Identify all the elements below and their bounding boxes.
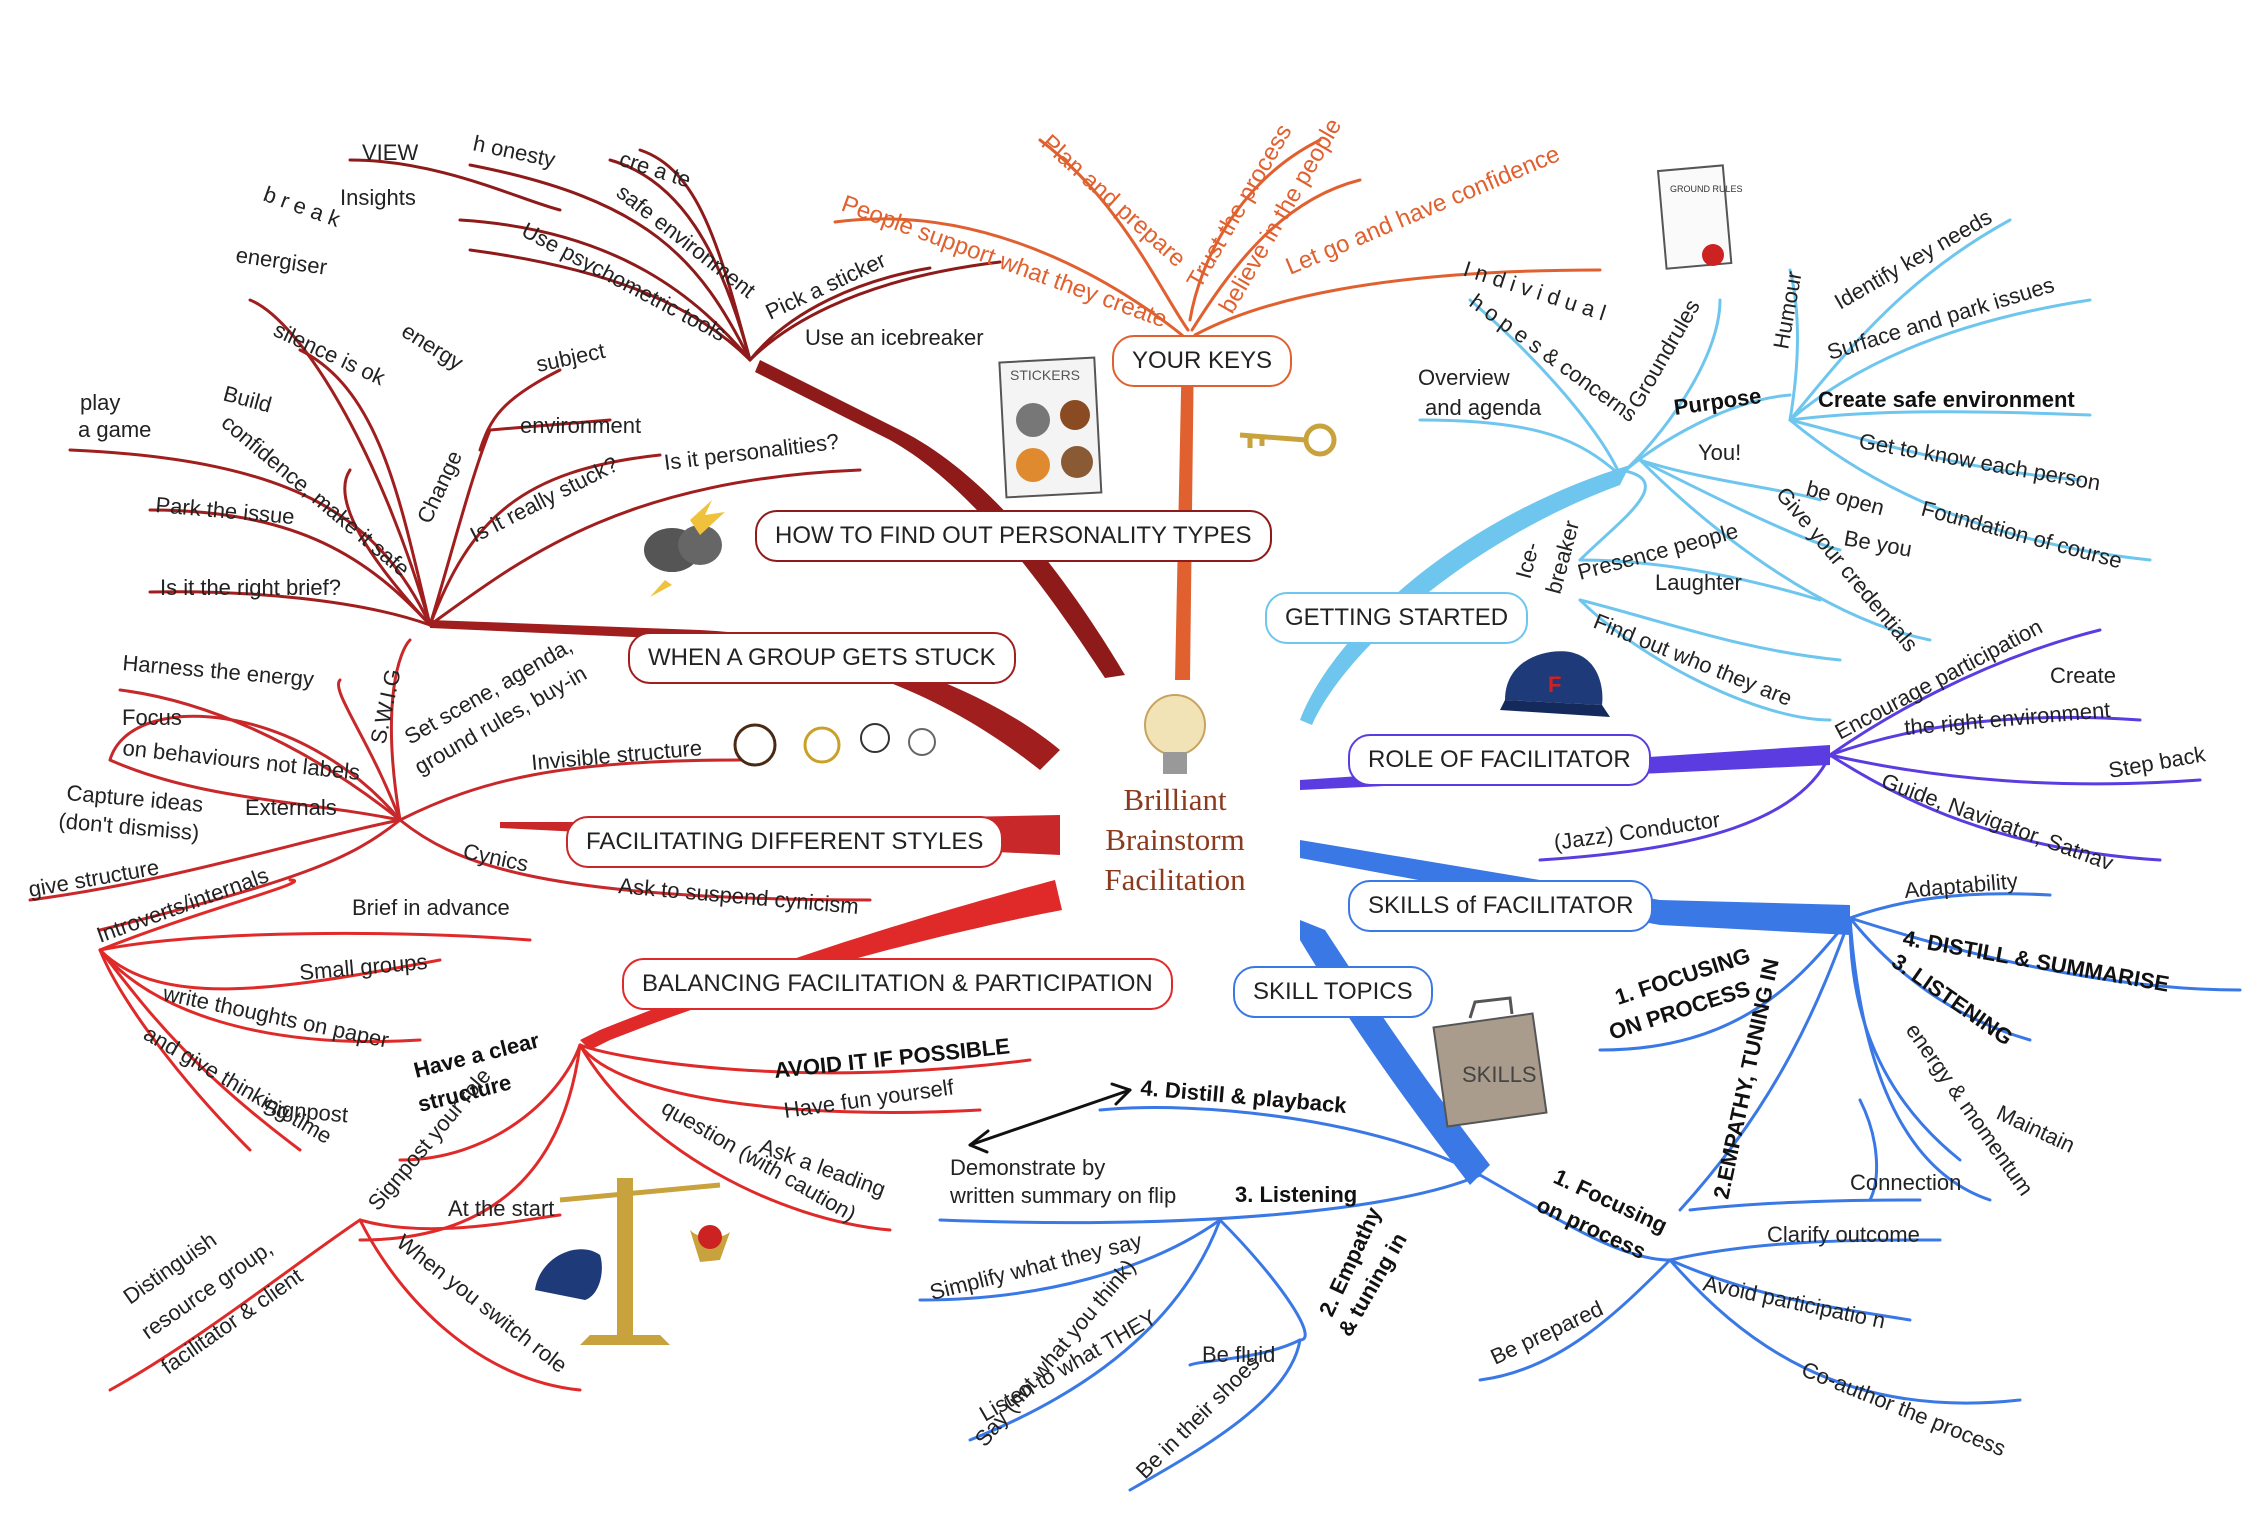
lightbulb-icon [1144,694,1206,774]
text-energy: energy [397,318,467,375]
branch-getting-started[interactable]: GETTING STARTED [1265,592,1529,644]
text-co-author: Co-author the process [1798,1356,2009,1461]
text-signpost-role: Signpost your role [363,1063,496,1215]
text-be-fluid: Be fluid [1202,1342,1275,1367]
text-foundation: Foundation of course [1919,496,2125,574]
text-written-summary: written summary on flip [949,1183,1176,1208]
text-listening-topic: 3. Listening [1235,1182,1357,1207]
branch-skill-topics[interactable]: SKILL TOPICS [1233,966,1433,1018]
text-cynics: Cynics [461,838,531,876]
text-humour: Humour [1768,269,1806,350]
stickers-label: STICKERS [1010,367,1080,383]
text-have-fun: Have fun yourself [782,1074,956,1123]
branch-role-facilitator[interactable]: ROLE OF FACILITATOR [1348,734,1651,786]
text-view: VIEW [362,140,418,165]
text-focus: Focus [122,705,182,730]
text-build: Build [221,381,275,418]
svg-text:F: F [1548,672,1561,697]
text-find-out: Find out who they are [1590,608,1796,710]
key-plan-prepare: Plan and prepare [1036,129,1191,272]
ground-rules-sheet: GROUND RULES [1656,164,1743,270]
people-faces-icon [733,723,936,767]
text-write-thoughts: write thoughts on paper [160,980,391,1052]
thin-branches [28,138,2242,1492]
text-park-issue: Park the issue [155,492,296,529]
branch-different-styles[interactable]: FACILITATING DIFFERENT STYLES [566,816,1004,868]
central-title-line1: Brilliant [1123,782,1227,817]
branch-group-stuck[interactable]: WHEN A GROUP GETS STUCK [628,632,1016,684]
text-create-role: Create [2050,663,2116,688]
stickers-sheet: STICKERS [998,356,1103,499]
text-silence: silence is ok [270,317,390,391]
text-subject: subject [534,338,607,377]
ground-rules-label: GROUND RULES [1670,184,1743,194]
branch-personality-types[interactable]: HOW TO FIND OUT PERSONALITY TYPES [755,510,1272,562]
text-connection: Connection [1850,1170,1961,1195]
key-icon [1239,423,1337,457]
branch-balancing[interactable]: BALANCING FACILITATION & PARTICIPATION [622,958,1173,1010]
text-swig: S.W.I.G [365,667,405,746]
text-you: You! [1698,440,1741,465]
text-right-brief: Is it the right brief? [160,575,341,600]
text-right-environment: the right environment [1903,697,2111,740]
text-avoid: AVOID IT IF POSSIBLE [773,1033,1011,1083]
branch-skills-facilitator[interactable]: SKILLS of FACILITATOR [1348,880,1654,932]
text-know-person: Get to know each person [1857,428,2102,495]
branch-personality-line [755,360,1125,678]
text-use-icebreaker: Use an icebreaker [805,325,984,350]
text-step-back: Step back [2107,741,2209,783]
text-ice: Ice- [1511,539,1545,581]
text-give-structure: give structure [27,854,161,902]
text-avoid-participation: Avoid participatio n [1701,1270,1888,1333]
text-a-game: a game [78,417,151,442]
text-overview: Overview [1418,365,1510,390]
text-energiser: energiser [234,242,328,280]
text-invisible: Invisible structure [530,735,703,775]
text-harness: Harness the energy [122,650,315,692]
text-small-groups: Small groups [298,949,428,985]
baseball-cap-icon: F [1500,651,1610,717]
text-adaptability: Adaptability [1903,868,2018,903]
balance-scales-icon [535,1178,730,1345]
text-demonstrate: Demonstrate by [950,1155,1105,1180]
suitcase-icon: SKILLS [1432,996,1548,1128]
text-really-stuck: Is it really stuck? [466,451,622,547]
text-honesty: h onesty [471,130,558,172]
text-personalities: Is it personalities? [663,429,841,475]
text-clarify: Clarify outcome [1767,1222,1920,1247]
branch-stuck-line [430,620,1060,770]
text-breaker: breaker [1541,518,1584,597]
text-change: Change [412,447,467,527]
text-environment: environment [520,413,641,438]
text-at-start: At the start [448,1196,554,1221]
text-jazz: (Jazz) Conductor [1552,807,1721,855]
suitcase-label: SKILLS [1462,1062,1537,1087]
central-title-line3: Facilitation [1104,862,1246,897]
text-play: play [80,390,120,415]
double-arrow [968,1082,1132,1154]
text-brief-advance: Brief in advance [352,895,510,920]
text-suspend: Ask to suspend cynicism [618,873,860,919]
text-break: b r e a k [260,181,344,232]
text-insights: Insights [340,185,416,210]
text-laughter: Laughter [1655,570,1742,595]
text-create-safe: Create safe environment [1818,387,2075,412]
central-title-line2: Brainstorm [1105,822,1245,857]
text-agenda: and agenda [1425,395,1542,420]
branch-getting-started-line [1300,465,1630,725]
storm-cloud-icon [644,500,725,597]
text-externals: Externals [245,795,337,820]
central-topic: Brilliant Brainstorm Facilitation [1070,780,1280,900]
branch-your-keys[interactable]: YOUR KEYS [1112,335,1293,387]
text-pick-sticker: Pick a sticker [762,247,890,324]
